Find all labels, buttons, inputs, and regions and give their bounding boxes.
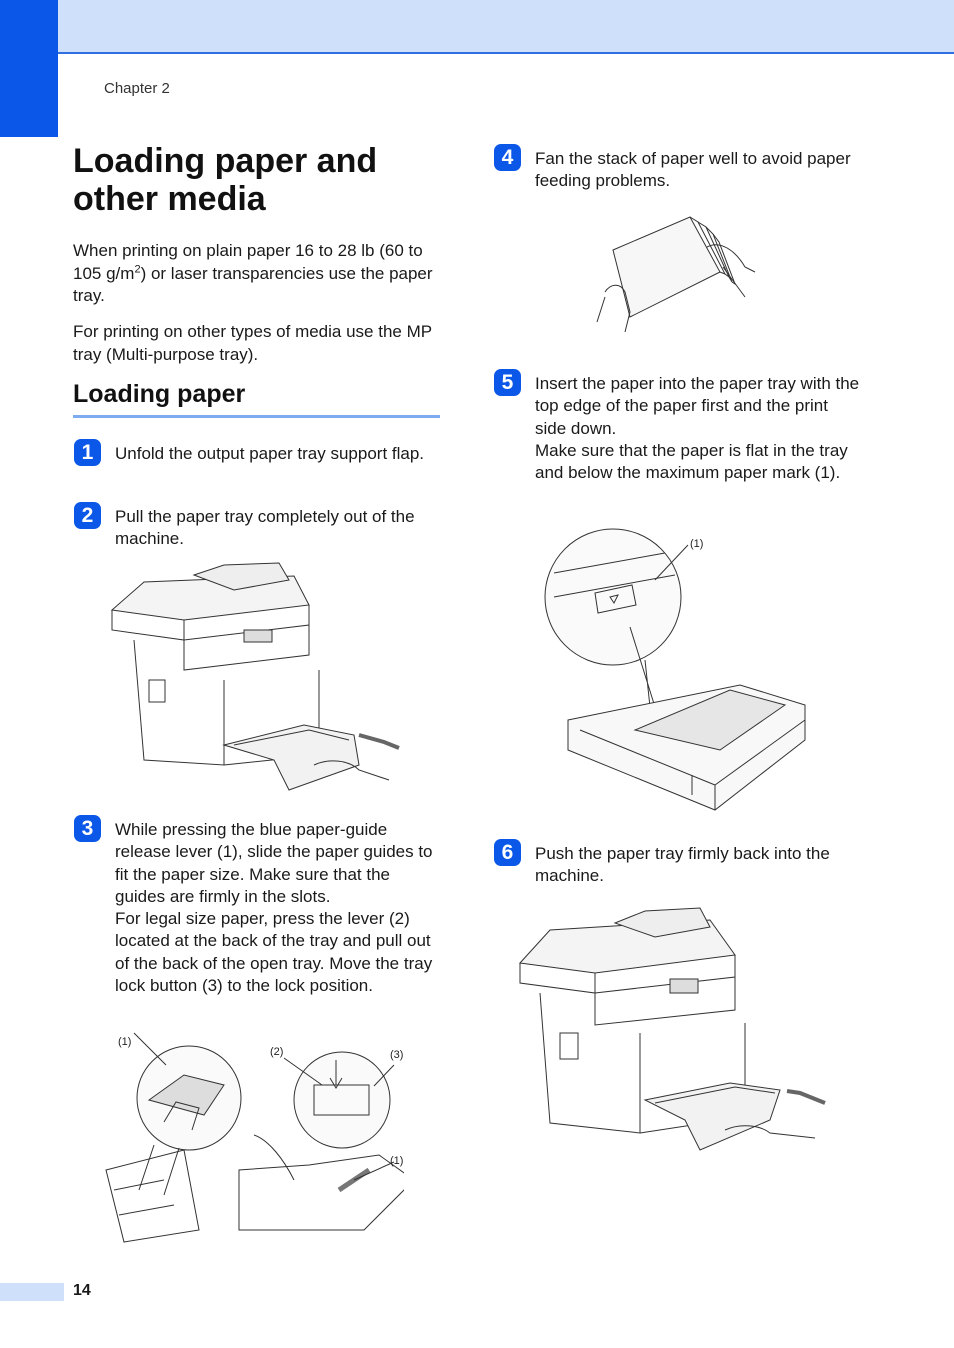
page-title: Loading paper and other media (73, 142, 378, 218)
intro-text-b: ) or laser transparencies use the paper … (73, 263, 433, 306)
intro-superscript: 2 (134, 262, 141, 275)
fanning-paper-illustration (596, 216, 756, 333)
page-number: 14 (73, 1282, 91, 1299)
chapter-tab (0, 0, 58, 137)
paper-in-tray-illustration: (1) (544, 528, 806, 811)
intro-paragraph: When printing on plain paper 16 to 28 lb… (73, 240, 441, 308)
step-number-3: 3 (74, 815, 101, 842)
callout-max-mark: (1) (690, 538, 703, 550)
step-text-5: Insert the paper into the paper tray wit… (535, 374, 860, 438)
step-text-1: Unfold the output paper tray support fla… (115, 444, 425, 463)
paper-guides-illustration: (1) (2) (3) (1) (105, 1032, 404, 1243)
step-text-3: While pressing the blue paper-guide rele… (115, 820, 433, 907)
step-text-6: Push the paper tray firmly back into the… (535, 844, 830, 886)
section-heading: Loading paper (73, 380, 440, 418)
step-number-2: 2 (74, 502, 101, 529)
step-number-1: 1 (74, 439, 101, 466)
step-text-3b: For legal size paper, press the lever (2… (115, 909, 433, 996)
printer-tray-out-illustration (110, 562, 400, 791)
step-text-4: Fan the stack of paper well to avoid pap… (535, 149, 851, 191)
header-band (0, 0, 954, 54)
step-number-5: 5 (494, 369, 521, 396)
intro-paragraph-2: For printing on other types of media use… (73, 322, 432, 364)
step-number-6: 6 (494, 839, 521, 866)
step-number-4: 4 (494, 144, 521, 171)
chapter-label: Chapter 2 (104, 80, 170, 97)
step-text-5b: Make sure that the paper is flat in the … (535, 441, 848, 483)
footer-band (0, 1283, 64, 1301)
step-text-2: Pull the paper tray completely out of th… (115, 507, 415, 549)
callout-2: (2) (270, 1046, 283, 1058)
intro-text-a: When printing on plain paper 16 to 28 lb… (73, 241, 423, 283)
printer-tray-in-illustration (518, 907, 826, 1151)
callout-1-right: (1) (390, 1155, 403, 1167)
callout-3: (3) (390, 1049, 403, 1061)
callout-1-left: (1) (118, 1036, 131, 1048)
